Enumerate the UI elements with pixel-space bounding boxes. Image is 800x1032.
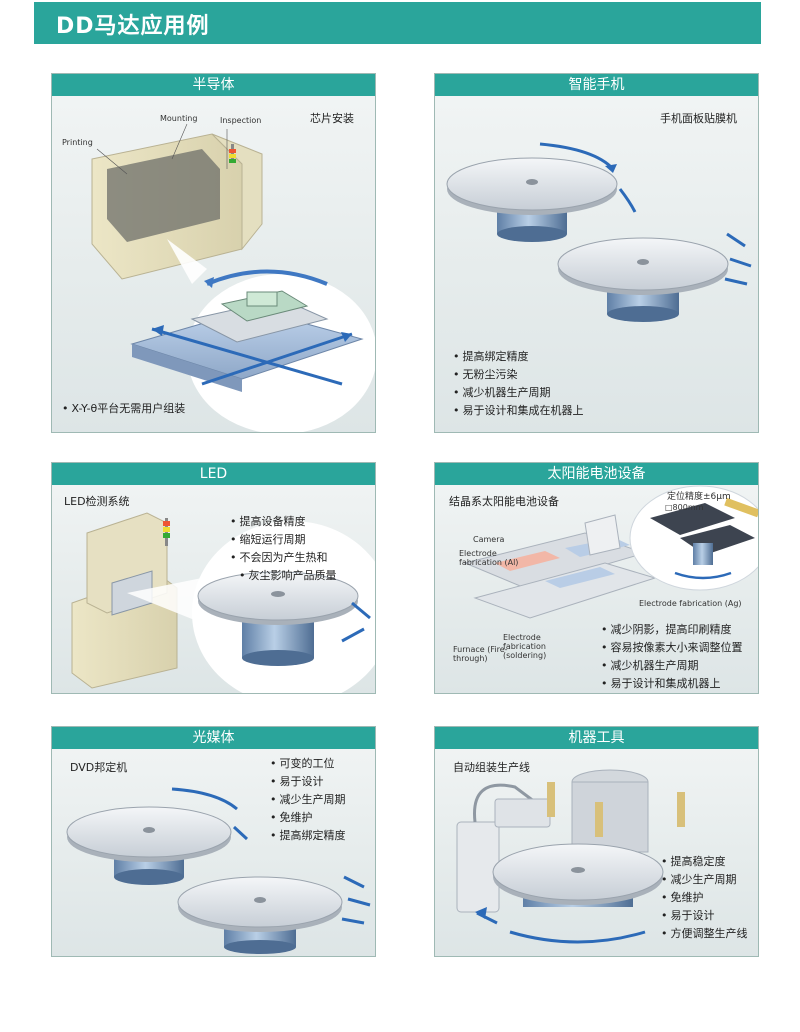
panel-title-semiconductor: 半导体: [52, 74, 375, 96]
bullet-list-solar: 减少阴影，提高印刷精度 容易按像素大小来调整位置 减少机器生产周期 易于设计和集…: [601, 621, 743, 693]
page-title: DD马达应用例: [56, 14, 210, 39]
bullet-list-optical: 可变的工位 易于设计 减少生产周期 免维护 提高绑定精度: [270, 755, 346, 845]
bullet-item: 易于设计: [270, 773, 346, 791]
panel-title-optical: 光媒体: [52, 727, 375, 749]
semiconductor-illustration: [91, 123, 375, 432]
label-printing: Printing: [62, 138, 93, 147]
bullet-item: X-Y-θ平台无需用户组装: [62, 400, 186, 418]
panel-subtitle-solar: 结晶系太阳能电池设备: [449, 495, 559, 508]
label-electrode-soldering: Electrode fabrication (soldering): [503, 633, 547, 660]
label-furnace: Furnace (Fire-through): [453, 645, 508, 663]
bullet-item: 可变的工位: [270, 755, 346, 773]
bullet-item: 易于设计和集成机器上: [601, 675, 743, 693]
panel-led: LED LED检测系统 提高设备精度 缩短运行周期 不会因为产生热和 灰尘影响产…: [51, 462, 376, 694]
label-size: □800mm: [665, 503, 704, 512]
bullet-item: 易于设计: [661, 907, 748, 925]
bullet-item: 提高稳定度: [661, 853, 748, 871]
bullet-item: 提高设备精度: [230, 513, 337, 531]
bullet-item: 易于设计和集成在机器上: [453, 402, 584, 420]
solar-illustration: [463, 485, 758, 619]
panel-solar: 太阳能电池设备 结晶系太阳能电池设备 定位精度±6μm □800mm Camer…: [434, 462, 759, 694]
bullet-item: 容易按像素大小来调整位置: [601, 639, 743, 657]
bullet-item: 缩短运行周期: [230, 531, 337, 549]
bullet-item: 方便调整生产线: [661, 925, 748, 943]
bullet-list-led: 提高设备精度 缩短运行周期 不会因为产生热和 灰尘影响产品质量: [230, 513, 337, 585]
label-precision: 定位精度±6μm: [667, 492, 731, 502]
bullet-list-smartphone: 提高绑定精度 无粉尘污染 减少机器生产周期 易于设计和集成在机器上: [453, 348, 584, 420]
bullet-item: 提高绑定精度: [270, 827, 346, 845]
header-bar: DD马达应用例: [34, 2, 761, 44]
bullet-item: 减少机器生产周期: [601, 657, 743, 675]
bullet-list-semiconductor: X-Y-θ平台无需用户组装: [62, 400, 186, 418]
panel-title-smartphone: 智能手机: [435, 74, 758, 96]
bullet-item: 减少生产周期: [661, 871, 748, 889]
panel-optical: 光媒体 DVD邦定机 可变的工位 易于设计 减少生产周期 免维护 提高绑定精度: [51, 726, 376, 957]
panel-subtitle-led: LED检测系统: [64, 495, 130, 508]
label-camera: Camera: [473, 535, 505, 544]
bullet-item: 无粉尘污染: [453, 366, 584, 384]
smartphone-illustration: [446, 142, 752, 322]
bullet-item: 免维护: [661, 889, 748, 907]
panel-tools: 机器工具 自动组装生产线 提高稳定度 减少生产周期 免维护 易于设计 方便调整生…: [434, 726, 759, 957]
tools-illustration: [456, 769, 685, 944]
bullet-item: 免维护: [270, 809, 346, 827]
panel-subtitle-optical: DVD邦定机: [70, 761, 128, 774]
panel-title-tools: 机器工具: [435, 727, 758, 749]
bullet-list-tools: 提高稳定度 减少生产周期 免维护 易于设计 方便调整生产线: [661, 853, 748, 943]
panel-subtitle-tools: 自动组装生产线: [453, 761, 530, 774]
panel-subtitle-smartphone: 手机面板贴膜机: [660, 112, 737, 125]
label-electrode-ag: Electrode fabrication (Ag): [639, 599, 742, 608]
bullet-item: 灰尘影响产品质量: [230, 567, 337, 585]
optical-illustration: [66, 787, 371, 954]
panel-title-led: LED: [52, 463, 375, 485]
label-inspection: Inspection: [220, 116, 262, 125]
bullet-item: 减少生产周期: [270, 791, 346, 809]
label-mounting: Mounting: [160, 114, 198, 123]
bullet-item: 减少机器生产周期: [453, 384, 584, 402]
bullet-item: 减少阴影，提高印刷精度: [601, 621, 743, 639]
bullet-item: 不会因为产生热和: [230, 549, 337, 567]
panel-subtitle-semiconductor: 芯片安装: [310, 112, 354, 125]
label-electrode-al: Electrode fabrication (Al): [459, 549, 519, 567]
panel-semiconductor: 半导体 Printing Mounting Inspection 芯片安装 X-…: [51, 73, 376, 433]
bullet-item: 提高绑定精度: [453, 348, 584, 366]
panel-smartphone: 智能手机 手机面板贴膜机 提高绑定精度 无粉尘污染 减少机器生产周期 易于设计和…: [434, 73, 759, 433]
panel-title-solar: 太阳能电池设备: [435, 463, 758, 485]
